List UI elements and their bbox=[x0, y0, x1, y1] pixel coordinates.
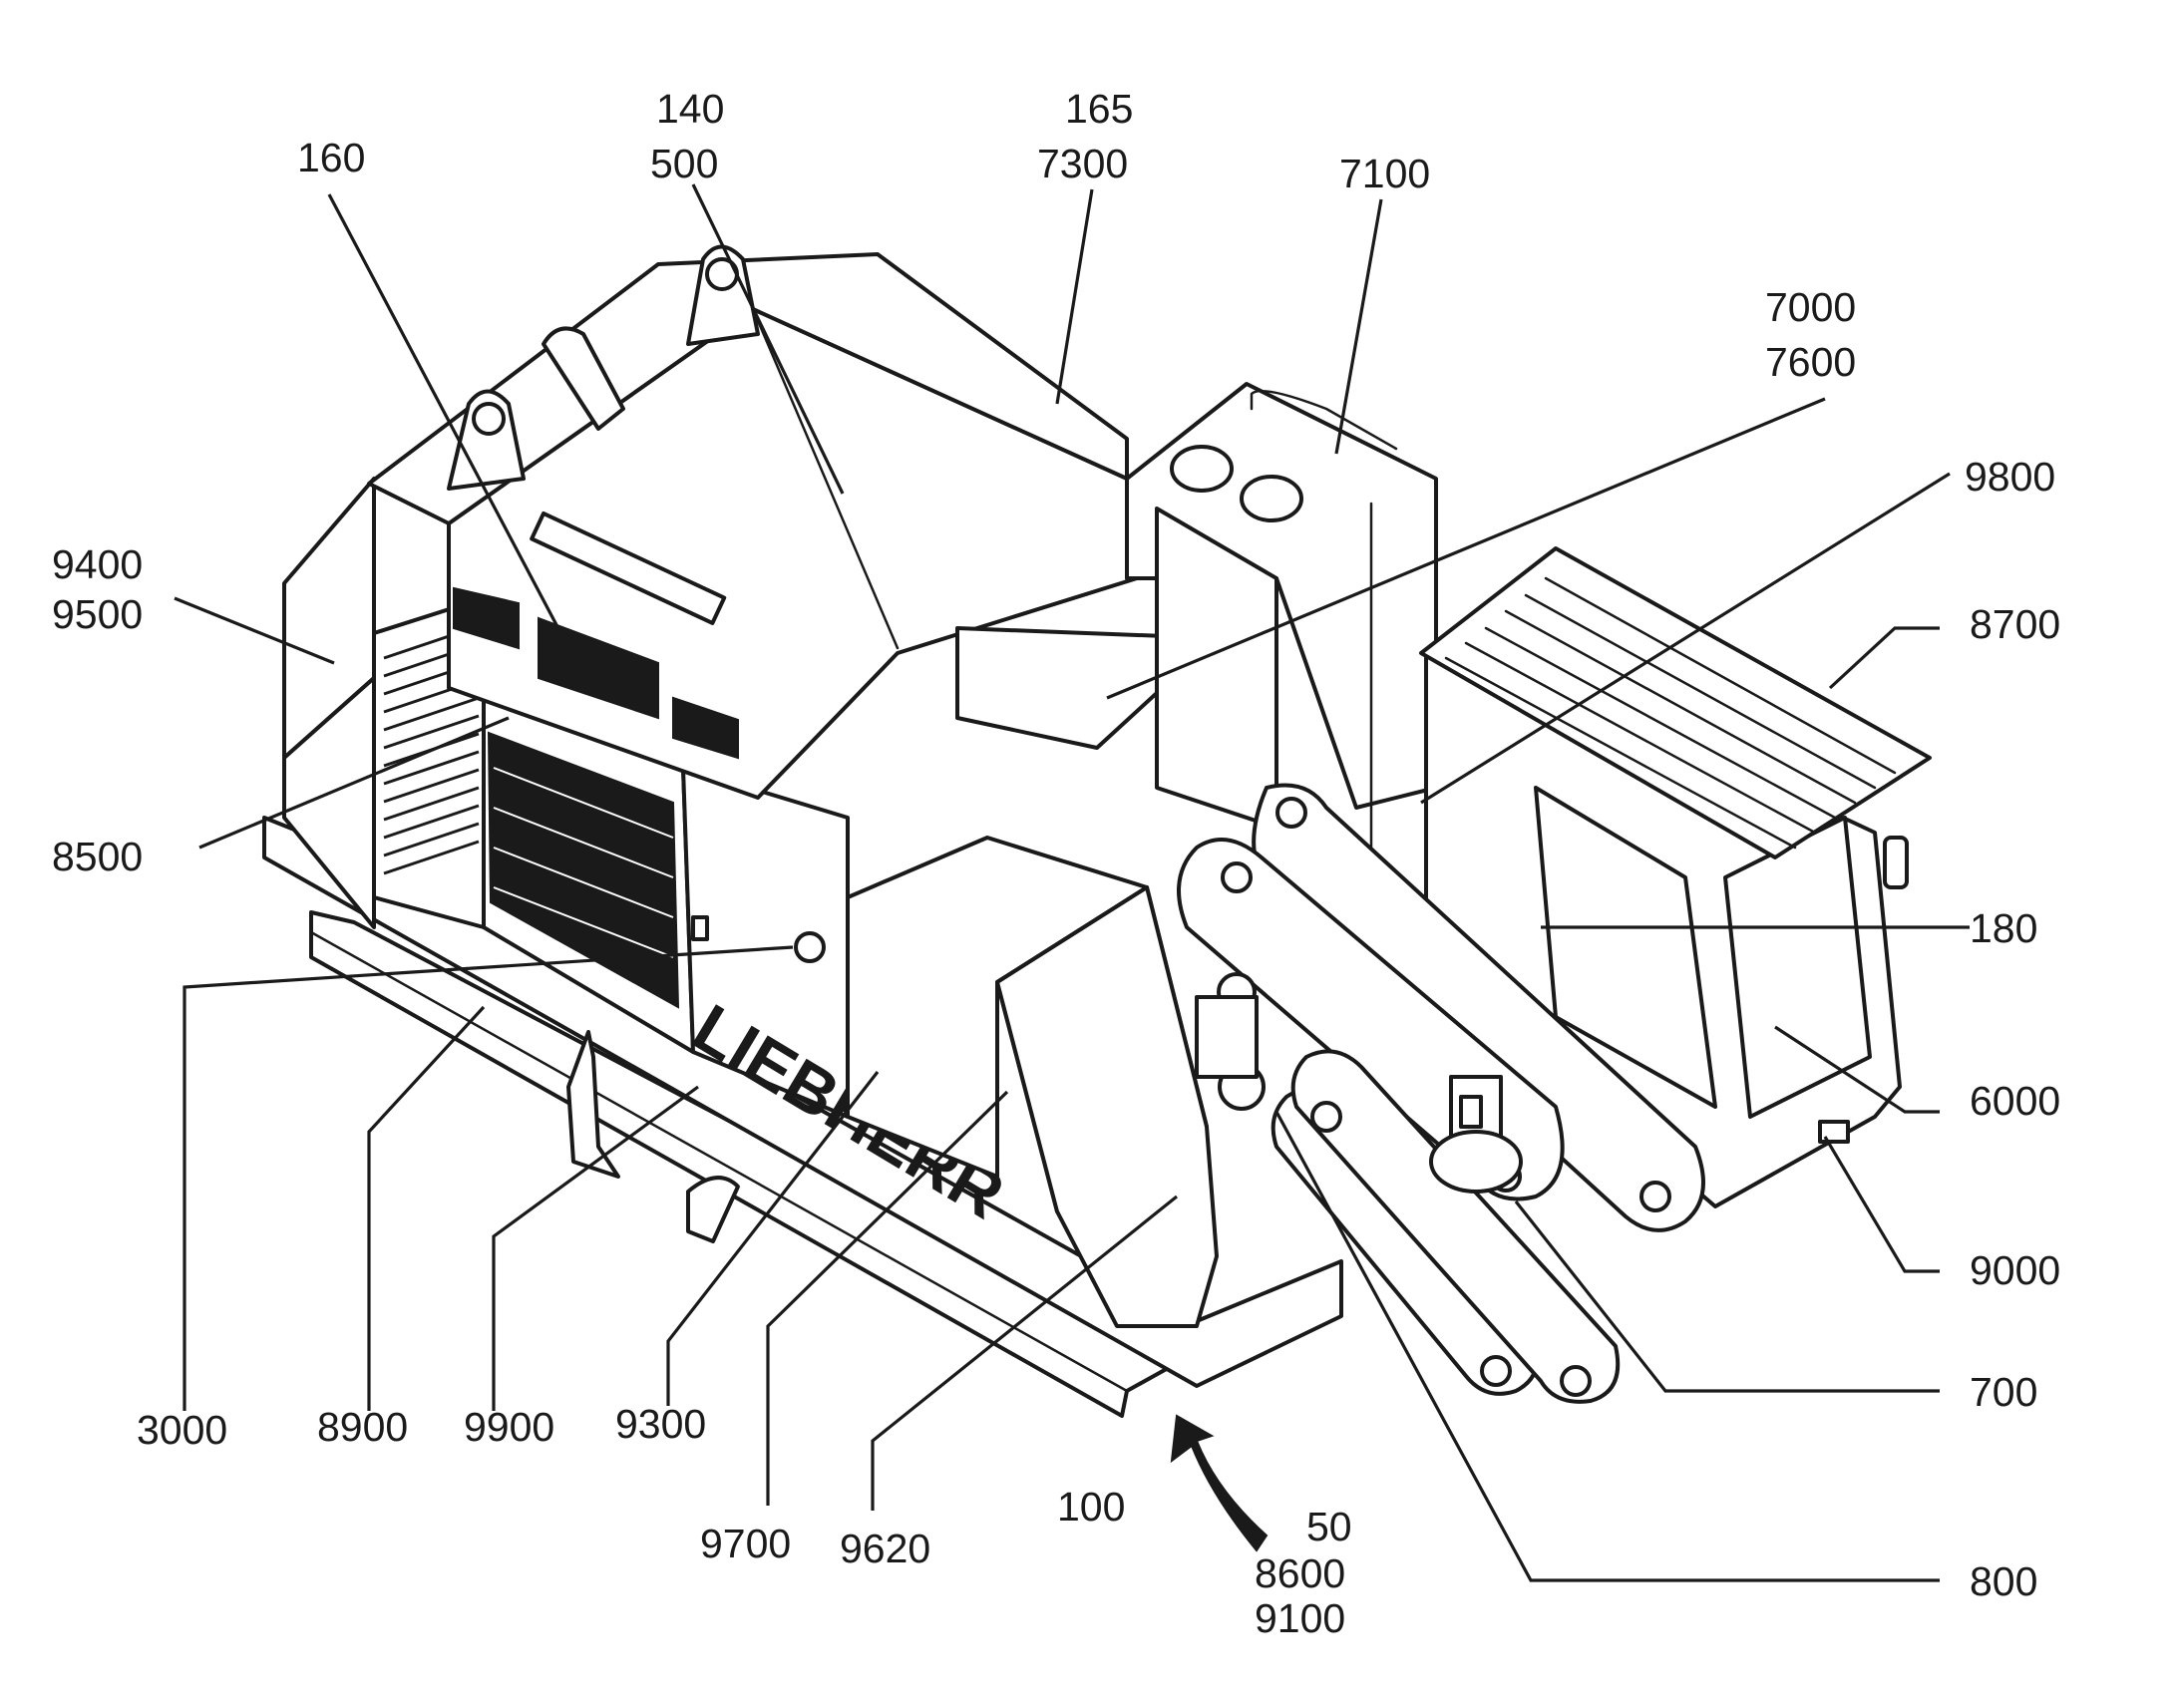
hood-louvres bbox=[453, 586, 739, 760]
label-6000: 6000 bbox=[1970, 1078, 2060, 1124]
exhaust-pipe bbox=[542, 326, 625, 431]
label-160: 160 bbox=[297, 135, 365, 180]
label-700: 700 bbox=[1970, 1369, 2037, 1415]
label-800: 800 bbox=[1970, 1558, 2037, 1604]
leader-lines bbox=[174, 183, 1970, 1582]
hood-vent-slot bbox=[530, 512, 727, 625]
counterweight-side bbox=[282, 676, 376, 929]
upper-deck bbox=[367, 252, 1129, 525]
label-8900: 8900 bbox=[317, 1404, 408, 1450]
walkway-platform bbox=[309, 910, 1174, 1418]
cab-mirror bbox=[1883, 836, 1909, 889]
machine-body: LIEBHERR bbox=[262, 244, 1932, 1418]
tank-handle bbox=[1250, 389, 1398, 451]
label-9000: 9000 bbox=[1970, 1247, 2060, 1293]
label-8700: 8700 bbox=[1970, 601, 2060, 647]
rear-deck-step bbox=[955, 626, 1219, 750]
tank-cap-1 bbox=[1170, 445, 1234, 493]
label-7100: 7100 bbox=[1339, 151, 1430, 196]
label-3000: 3000 bbox=[137, 1407, 227, 1453]
engine-grille bbox=[487, 731, 680, 1009]
label-9620: 9620 bbox=[840, 1526, 930, 1571]
label-9300: 9300 bbox=[615, 1401, 706, 1447]
label-180: 180 bbox=[1970, 905, 2037, 951]
label-8500: 8500 bbox=[52, 834, 143, 879]
roof-guard-bars bbox=[1444, 576, 1897, 850]
cab-window bbox=[1534, 786, 1717, 1109]
lifting-eye-right bbox=[686, 244, 760, 346]
label-9700: 9700 bbox=[700, 1521, 791, 1566]
rotation-arrow bbox=[1170, 1414, 1269, 1552]
swivel-joint bbox=[1429, 1075, 1523, 1194]
engine-grille-lines bbox=[493, 767, 674, 958]
label-9800: 9800 bbox=[1965, 454, 2055, 500]
hydraulic-cylinder bbox=[1195, 972, 1266, 1111]
door-handle bbox=[794, 931, 826, 963]
label-100: 100 bbox=[1057, 1484, 1125, 1530]
cab-step bbox=[1818, 1120, 1850, 1144]
door-latch bbox=[691, 915, 709, 941]
lifting-eye-left bbox=[447, 389, 526, 491]
front-cover bbox=[995, 885, 1219, 1328]
label-9900: 9900 bbox=[464, 1404, 554, 1450]
access-step bbox=[686, 1176, 740, 1243]
tank-cap-2 bbox=[1240, 475, 1303, 522]
access-ladder bbox=[566, 1030, 620, 1179]
